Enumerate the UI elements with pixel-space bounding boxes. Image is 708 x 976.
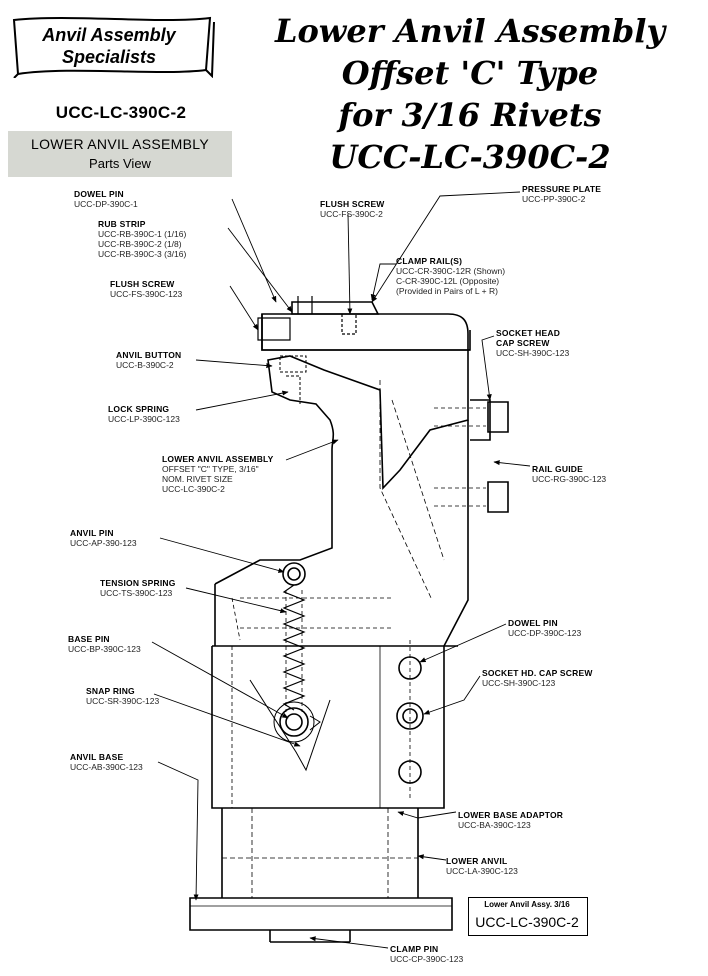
title-line3: for 3/16 Rivets bbox=[338, 96, 602, 134]
label-clamp-pin: CLAMP PIN UCC-CP-390C-123 bbox=[390, 944, 464, 964]
anvil-base-flange bbox=[189, 897, 453, 931]
anvil-pin bbox=[282, 562, 306, 586]
label-tension-spring: TENSION SPRING UCC-TS-390C-123 bbox=[100, 578, 176, 598]
base-pin bbox=[279, 707, 309, 737]
label-anvil-base: ANVIL BASE UCC-AB-390C-123 bbox=[70, 752, 143, 772]
title-block-part: UCC-LC-390C-2 bbox=[475, 914, 579, 930]
title-block-desc: Lower Anvil Assy. 3/16 bbox=[484, 900, 570, 909]
lower-base-adaptor bbox=[211, 646, 445, 809]
label-rail-guide: RAIL GUIDE UCC-RG-390C-123 bbox=[532, 464, 607, 484]
pressure-plate bbox=[291, 301, 380, 315]
banner-text: Anvil Assembly Specialists bbox=[14, 24, 204, 68]
banner-line1: Anvil Assembly bbox=[42, 25, 176, 45]
label-lower-anvil-assembly: LOWER ANVIL ASSEMBLY OFFSET "C" TYPE, 3/… bbox=[162, 454, 274, 494]
lower-anvil-body bbox=[214, 313, 470, 585]
label-lock-spring: LOCK SPRING UCC-LP-390C-123 bbox=[108, 404, 180, 424]
label-flush-screw-left: FLUSH SCREW UCC-FS-390C-123 bbox=[110, 279, 183, 299]
rail-guide bbox=[470, 399, 491, 441]
label-dowel-pin-top: DOWEL PIN UCC-DP-390C-1 bbox=[74, 189, 138, 209]
label-base-pin: BASE PIN UCC-BP-390C-123 bbox=[68, 634, 141, 654]
label-clamp-rails: CLAMP RAIL(S) UCC-CR-390C-12R (Shown) C-… bbox=[396, 256, 506, 296]
label-anvil-pin: ANVIL PIN UCC-AP-390-123 bbox=[70, 528, 137, 548]
clamp-rail bbox=[261, 314, 471, 351]
label-lower-base-adaptor: LOWER BASE ADAPTOR UCC-BA-390C-123 bbox=[458, 810, 564, 830]
title-line1: Lower Anvil Assembly bbox=[274, 12, 666, 50]
label-pressure-plate: PRESSURE PLATE UCC-PP-390C-2 bbox=[522, 184, 602, 204]
title-line2: Offset 'C' Type bbox=[341, 54, 599, 92]
tension-spring bbox=[282, 584, 306, 711]
label-socket-hd-cap-screw: SOCKET HD. CAP SCREW UCC-SH-390C-123 bbox=[482, 668, 593, 688]
banner-line2: Specialists bbox=[61, 47, 157, 67]
label-flush-screw-top: FLUSH SCREW UCC-FS-390C-2 bbox=[320, 199, 385, 219]
title-block-box bbox=[468, 897, 588, 936]
title-line4: UCC-LC-390C-2 bbox=[329, 138, 611, 176]
label-anvil-button: ANVIL BUTTON UCC-B-390C-2 bbox=[116, 350, 182, 370]
lower-anvil-shaft bbox=[221, 808, 419, 898]
part-number: UCC-LC-390C-2 bbox=[55, 103, 187, 122]
parts-view-title: LOWER ANVIL ASSEMBLY bbox=[31, 136, 209, 152]
label-dowel-pin-right: DOWEL PIN UCC-DP-390C-123 bbox=[508, 618, 582, 638]
label-lower-anvil: LOWER ANVIL UCC-LA-390C-123 bbox=[446, 856, 518, 876]
label-rub-strip: RUB STRIP UCC-RB-390C-1 (1/16) UCC-RB-39… bbox=[98, 219, 187, 259]
label-snap-ring: SNAP RING UCC-SR-390C-123 bbox=[86, 686, 160, 706]
banner-flag bbox=[12, 16, 215, 78]
parts-view-box bbox=[8, 131, 232, 177]
parts-view-subtitle: Parts View bbox=[89, 156, 151, 171]
label-socket-head: SOCKET HEAD CAP SCREW UCC-SH-390C-123 bbox=[496, 328, 570, 358]
